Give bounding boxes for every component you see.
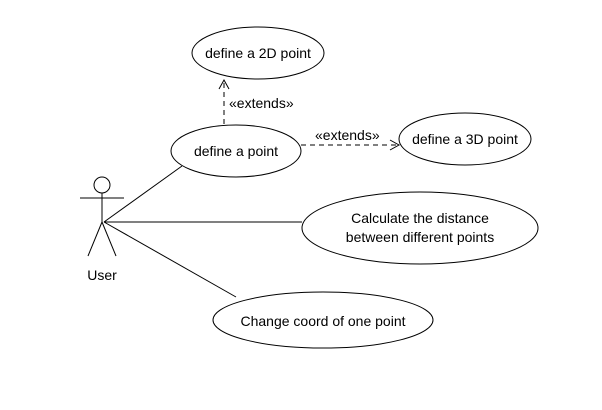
association-define-point — [103, 165, 183, 223]
actor-right-leg — [101, 221, 117, 257]
use-case-change-coord[interactable]: Change coord of one point — [212, 291, 434, 349]
actor-head — [93, 176, 111, 194]
actor-label: User — [87, 267, 117, 283]
use-case-ellipse — [398, 112, 532, 166]
use-case-ellipse — [170, 124, 302, 178]
use-case-define-2d-point[interactable]: define a 2D point — [191, 26, 325, 80]
use-case-label: define a 3D point — [412, 131, 518, 147]
use-case-define-point[interactable]: define a point — [170, 124, 302, 178]
actor-left-leg — [87, 221, 103, 257]
use-case-label: Change coord of one point — [240, 313, 405, 329]
use-case-label: define a 2D point — [205, 45, 311, 61]
association-change-coord — [103, 221, 237, 298]
use-case-label-line-1: Calculate the distance — [351, 210, 489, 226]
use-case-ellipse — [212, 291, 434, 349]
use-case-define-3d-point[interactable]: define a 3D point — [398, 112, 532, 166]
use-case-ellipse — [301, 191, 539, 265]
use-case-ellipse — [191, 26, 325, 80]
use-case-calculate-distance[interactable]: Calculate the distance between different… — [301, 191, 539, 265]
actor-user: User — [80, 176, 124, 283]
extends-2d-label: «extends» — [229, 95, 294, 111]
extends-3d-label: «extends» — [315, 127, 380, 143]
use-case-label-line-2: between different points — [346, 229, 494, 245]
use-case-label: define a point — [194, 143, 278, 159]
